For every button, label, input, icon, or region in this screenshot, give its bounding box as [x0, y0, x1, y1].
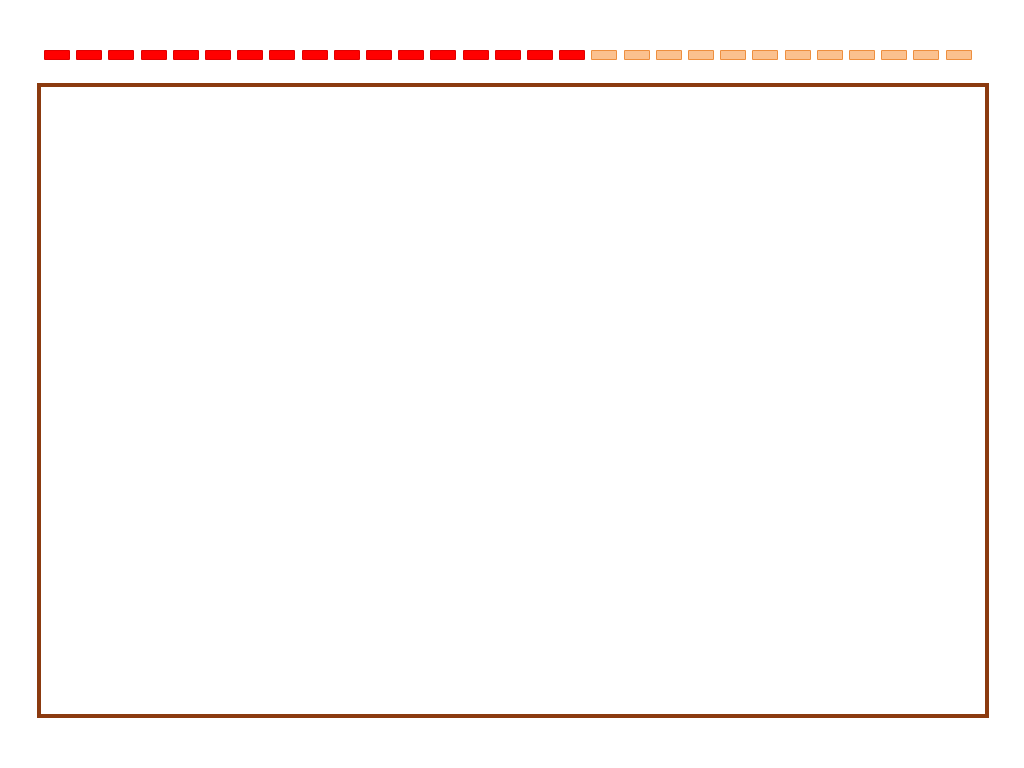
progress-segment-complete: [430, 50, 457, 60]
progress-segment-complete: [462, 50, 489, 60]
progress-segment-remaining: [945, 50, 972, 60]
progress-segment-complete: [494, 50, 521, 60]
progress-segment-complete: [366, 50, 392, 60]
progress-segment-remaining: [849, 50, 875, 60]
progress-segment-remaining: [784, 50, 811, 60]
progress-segment-complete: [140, 50, 167, 60]
progress-segment-complete: [398, 50, 425, 60]
progress-segment-complete: [559, 50, 586, 60]
progress-segment-complete: [76, 50, 103, 60]
progress-segment-remaining: [720, 50, 747, 60]
content-frame: [37, 83, 989, 718]
progress-segment-remaining: [881, 50, 908, 60]
progress-segment-remaining: [752, 50, 779, 60]
segmented-progress-bar: [44, 50, 974, 60]
progress-segment-complete: [333, 50, 360, 60]
progress-segment-remaining: [655, 50, 682, 60]
progress-segment-complete: [527, 50, 553, 60]
progress-segment-remaining: [688, 50, 714, 60]
progress-segment-complete: [172, 50, 199, 60]
progress-segment-complete: [44, 50, 70, 60]
progress-segment-complete: [237, 50, 264, 60]
progress-segment-remaining: [623, 50, 650, 60]
progress-segment-complete: [301, 50, 328, 60]
progress-segment-remaining: [591, 50, 618, 60]
progress-segment-complete: [205, 50, 231, 60]
progress-segment-remaining: [913, 50, 940, 60]
progress-segment-complete: [108, 50, 135, 60]
progress-segment-complete: [269, 50, 296, 60]
progress-segment-remaining: [816, 50, 843, 60]
